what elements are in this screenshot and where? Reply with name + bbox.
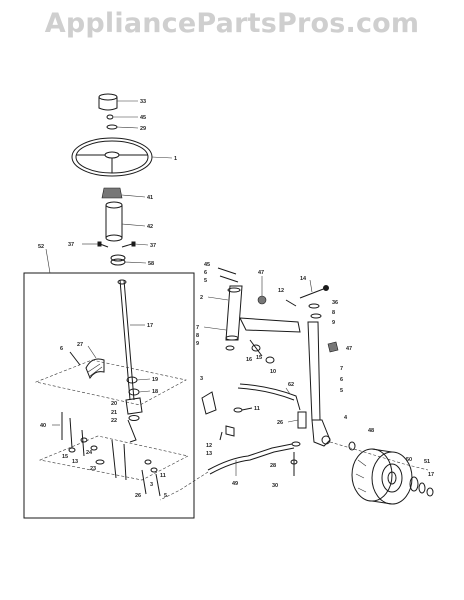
callout-6: 6 bbox=[60, 346, 63, 352]
callout-17: 17 bbox=[147, 323, 153, 329]
callout-13: 13 bbox=[206, 451, 212, 457]
site-watermark: AppliancePartsPros.com bbox=[44, 8, 420, 39]
callout-17-rr: 17 bbox=[428, 472, 434, 478]
pivot-stack[interactable] bbox=[217, 267, 243, 351]
callout-26: 26 bbox=[277, 420, 283, 426]
callout-3-low: 3 bbox=[150, 482, 153, 488]
callout-16: 16 bbox=[246, 357, 252, 363]
callout-6-right: 6 bbox=[204, 270, 207, 276]
callout-42: 42 bbox=[147, 224, 153, 230]
callout-45-right: 45 bbox=[204, 262, 210, 268]
callout-37-right: 37 bbox=[150, 243, 156, 249]
callout-8: 8 bbox=[196, 333, 199, 339]
callout-51: 51 bbox=[424, 459, 430, 465]
callout-22: 22 bbox=[111, 418, 117, 424]
steering-shaft[interactable] bbox=[117, 279, 135, 401]
callout-12: 12 bbox=[278, 288, 284, 294]
callout-48: 48 bbox=[368, 428, 374, 434]
callout-29: 29 bbox=[140, 126, 146, 132]
callout-19: 19 bbox=[152, 377, 158, 383]
callout-11: 11 bbox=[254, 406, 260, 412]
callout-5-rr: 5 bbox=[340, 388, 343, 394]
callout-58: 58 bbox=[148, 261, 154, 267]
callout-62: 62 bbox=[288, 382, 294, 388]
callout-8-rr: 8 bbox=[332, 310, 335, 316]
bracket-12-13[interactable] bbox=[219, 425, 235, 441]
callout-47-rr: 47 bbox=[346, 346, 352, 352]
callout-12-lower: 12 bbox=[206, 443, 212, 449]
callout-20: 20 bbox=[111, 401, 117, 407]
pivot-bracket[interactable] bbox=[85, 358, 105, 380]
callout-23: 23 bbox=[90, 466, 96, 472]
hub-parts[interactable] bbox=[409, 476, 434, 497]
callout-9: 9 bbox=[196, 341, 199, 347]
part-26[interactable] bbox=[297, 411, 307, 429]
callout-28: 28 bbox=[270, 463, 276, 469]
callout-4-rr: 4 bbox=[344, 415, 348, 421]
steering-assembly-frame bbox=[23, 272, 195, 519]
callout-18: 18 bbox=[152, 389, 158, 395]
bolt-11[interactable] bbox=[233, 407, 253, 413]
upper-column[interactable] bbox=[105, 201, 123, 242]
callout-33: 33 bbox=[140, 99, 146, 105]
column-bearing[interactable] bbox=[110, 254, 126, 266]
pin-6[interactable] bbox=[69, 351, 81, 366]
callout-7-rr: 7 bbox=[340, 366, 343, 372]
callout-24: 24 bbox=[86, 450, 93, 456]
callout-49: 49 bbox=[232, 481, 238, 487]
callout-50: 50 bbox=[406, 457, 412, 463]
callout-15-left: 15 bbox=[62, 454, 68, 460]
callout-15-right: 15 bbox=[256, 355, 262, 361]
callout-30: 30 bbox=[272, 483, 278, 489]
callout-26-low: 26 bbox=[135, 493, 141, 499]
callout-27: 27 bbox=[77, 342, 83, 348]
drag-link[interactable] bbox=[239, 317, 301, 364]
callout-6-rr: 6 bbox=[340, 377, 343, 383]
part-12[interactable] bbox=[285, 299, 297, 307]
tie-rod-62[interactable] bbox=[237, 383, 301, 411]
washer-48[interactable] bbox=[348, 441, 356, 451]
parts-28-30[interactable] bbox=[290, 441, 301, 476]
bolt-left[interactable] bbox=[97, 241, 109, 248]
callout-10: 10 bbox=[270, 369, 276, 375]
callout-3: 3 bbox=[200, 376, 203, 382]
pivot-bolt-3[interactable] bbox=[201, 391, 217, 415]
callout-9-rr: 9 bbox=[332, 320, 335, 326]
callout-14: 14 bbox=[300, 276, 307, 282]
callout-11-low: 11 bbox=[160, 473, 166, 479]
callout-36-rr: 36 bbox=[332, 300, 338, 306]
callout-7: 7 bbox=[196, 325, 199, 331]
callout-47-top: 47 bbox=[258, 270, 264, 276]
nut-47[interactable] bbox=[257, 295, 267, 305]
top-nut[interactable] bbox=[106, 114, 114, 120]
nut-47-right[interactable] bbox=[327, 341, 339, 353]
callout-1: 1 bbox=[174, 156, 177, 162]
right-spindle[interactable] bbox=[307, 303, 331, 447]
callout-2: 2 bbox=[200, 295, 203, 301]
steering-rod-49[interactable] bbox=[159, 443, 295, 501]
callout-37-left: 37 bbox=[68, 242, 74, 248]
steering-knob[interactable] bbox=[98, 93, 118, 111]
callout-52: 52 bbox=[38, 244, 44, 250]
bolt-right[interactable] bbox=[121, 241, 136, 248]
top-washer[interactable] bbox=[106, 124, 118, 130]
wheel-adapter[interactable] bbox=[101, 187, 123, 199]
column-end-parts[interactable] bbox=[125, 376, 143, 443]
callout-13-left: 13 bbox=[72, 459, 78, 465]
callout-41: 41 bbox=[147, 195, 153, 201]
steering-wheel[interactable] bbox=[71, 137, 153, 177]
callout-5-low: 5 bbox=[164, 493, 167, 499]
lower-frame-pins[interactable] bbox=[61, 412, 161, 497]
front-wheel[interactable] bbox=[351, 448, 413, 505]
callout-21: 21 bbox=[111, 410, 117, 416]
tie-rod-14[interactable] bbox=[299, 285, 329, 299]
callout-40: 40 bbox=[40, 423, 46, 429]
callout-45: 45 bbox=[140, 115, 146, 121]
callout-5-right: 5 bbox=[204, 278, 207, 284]
